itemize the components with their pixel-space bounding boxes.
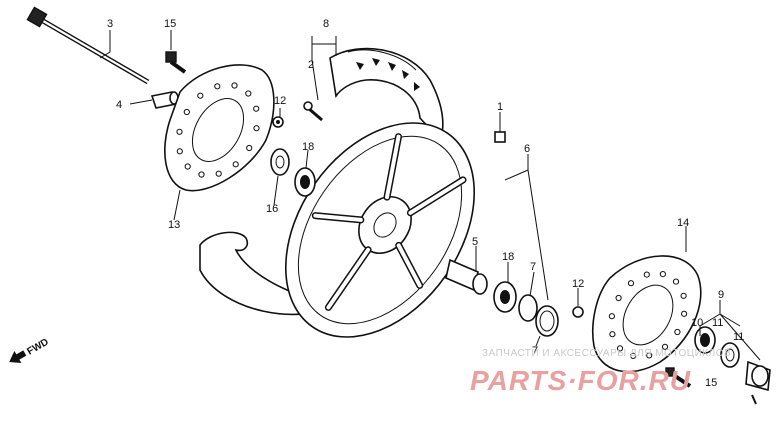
callout-12-bottom: 12 bbox=[572, 278, 584, 290]
nut-center bbox=[494, 131, 506, 143]
callout-15-bottom: 15 bbox=[705, 377, 717, 389]
callout-6: 6 bbox=[524, 143, 530, 155]
callout-18-bottom: 18 bbox=[502, 251, 514, 263]
disc-vent-hole bbox=[231, 82, 238, 89]
wheel-spoke bbox=[326, 247, 371, 310]
disc-vent-hole bbox=[615, 294, 622, 302]
wheel-spoke bbox=[385, 134, 401, 200]
disc-vent-hole bbox=[646, 352, 653, 359]
callout-labels: 3 15 8 2 4 12 1 18 6 16 13 14 5 18 7 12 … bbox=[107, 18, 744, 389]
disc-vent-hole bbox=[630, 352, 637, 359]
disc-vent-hole bbox=[616, 345, 624, 352]
callout-14: 14 bbox=[677, 217, 689, 229]
dust-seal-left bbox=[270, 148, 290, 176]
wheel-spoke bbox=[408, 177, 465, 215]
callout-3: 3 bbox=[107, 18, 113, 30]
callout-11-right: 11 bbox=[733, 331, 744, 343]
callout-11-left: 11 bbox=[712, 317, 723, 329]
axle-spacer-right bbox=[445, 258, 488, 295]
callout-13: 13 bbox=[168, 219, 180, 231]
disc-vent-hole bbox=[627, 280, 635, 287]
disc-vent-hole bbox=[643, 271, 650, 278]
callout-1: 1 bbox=[497, 101, 503, 113]
disc-vent-hole bbox=[214, 83, 221, 90]
watermark-logo: PARTS·FOR.RU bbox=[470, 365, 691, 396]
brake-disc-right bbox=[591, 255, 702, 373]
wheel-spoke bbox=[396, 243, 422, 288]
disc-vent-hole bbox=[253, 105, 260, 112]
valve-stem bbox=[303, 101, 323, 122]
callout-9: 9 bbox=[718, 289, 724, 301]
disc-vent-hole bbox=[176, 148, 183, 155]
tube bbox=[199, 231, 351, 316]
brake-disc-left bbox=[164, 64, 275, 192]
watermark-caption: ЗАПЧАСТИ И АКСЕССУАРЫ ДЛЯ МОТОЦИКЛОВ bbox=[482, 348, 731, 359]
callout-7-top: 7 bbox=[530, 261, 536, 273]
disc-vent-hole bbox=[197, 92, 204, 99]
nut-lower bbox=[572, 306, 584, 318]
disc-vent-hole bbox=[184, 163, 191, 170]
wheel-spoke bbox=[313, 213, 363, 222]
bearing-left bbox=[294, 167, 316, 197]
callout-15-top: 15 bbox=[164, 18, 176, 30]
callout-7-bottom: 7 bbox=[532, 345, 538, 357]
callout-18-top: 18 bbox=[302, 141, 314, 153]
disc-vent-hole bbox=[253, 125, 260, 132]
forward-direction-indicator: FWD bbox=[9, 337, 51, 364]
callout-5: 5 bbox=[472, 236, 478, 248]
axle-spacer-left bbox=[150, 91, 179, 109]
arrow-left-icon bbox=[9, 350, 27, 364]
disc-vent-hole bbox=[246, 144, 253, 152]
disc-vent-hole bbox=[176, 128, 183, 135]
o-ring-right bbox=[518, 294, 559, 337]
leader-lines bbox=[99, 30, 761, 361]
disc-bolt-right bbox=[665, 367, 692, 388]
watermark: ЗАПЧАСТИ И АКСЕССУАРЫ ДЛЯ МОТОЦИКЛОВ PAR… bbox=[470, 348, 731, 396]
disc-vent-hole bbox=[681, 310, 688, 317]
disc-vent-hole bbox=[245, 90, 252, 97]
disc-vent-hole bbox=[674, 328, 681, 336]
nut-upper bbox=[272, 116, 284, 128]
disc-bolt-left bbox=[165, 51, 187, 74]
disc-vent-hole bbox=[183, 108, 190, 116]
fwd-label: FWD bbox=[25, 337, 50, 358]
disc-vent-hole bbox=[659, 271, 667, 278]
disc-vent-hole bbox=[198, 171, 205, 178]
disc-vent-hole bbox=[609, 331, 616, 338]
callout-16: 16 bbox=[266, 203, 278, 215]
disc-vent-hole bbox=[608, 313, 616, 320]
callout-10: 10 bbox=[691, 317, 703, 329]
callout-4: 4 bbox=[116, 99, 122, 111]
callout-2: 2 bbox=[308, 59, 314, 71]
disc-vent-hole bbox=[680, 292, 687, 299]
disc-vent-hole bbox=[215, 170, 222, 177]
disc-vent-hole bbox=[672, 278, 680, 285]
callout-8: 8 bbox=[323, 18, 329, 30]
callout-12-top: 12 bbox=[274, 95, 286, 107]
cast-wheel bbox=[284, 122, 476, 338]
disc-vent-hole bbox=[661, 343, 669, 350]
disc-vent-hole bbox=[232, 161, 239, 168]
bearing-right bbox=[493, 281, 517, 313]
axle bbox=[26, 6, 150, 85]
